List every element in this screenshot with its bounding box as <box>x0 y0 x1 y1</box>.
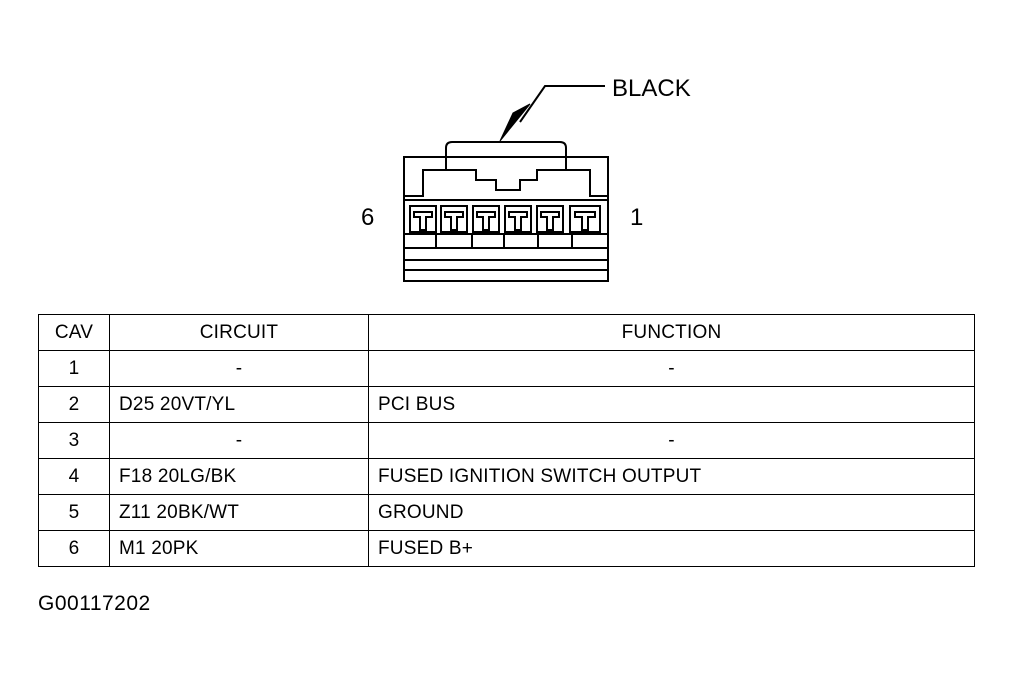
connector-body <box>403 141 609 282</box>
cavity-4 <box>472 205 500 233</box>
circuit-cell: Z11 20BK/WT <box>109 494 369 531</box>
table-row: 1 - - <box>38 350 975 387</box>
cavity-3 <box>504 205 532 233</box>
function-cell: - <box>368 350 975 387</box>
cav-cell: 1 <box>38 350 110 387</box>
function-cell: - <box>368 422 975 459</box>
cav-cell: 5 <box>38 494 110 531</box>
circuit-cell: D25 20VT/YL <box>109 386 369 423</box>
table-row: 2 D25 20VT/YL PCI BUS <box>38 386 975 423</box>
cav-cell: 3 <box>38 422 110 459</box>
header-cav: CAV <box>38 314 110 351</box>
table-row: 6 M1 20PK FUSED B+ <box>38 530 975 567</box>
table-header-row: CAV CIRCUIT FUNCTION <box>38 314 975 351</box>
cavity-1 <box>569 205 601 233</box>
terminal-cavities <box>409 205 601 233</box>
circuit-cell: F18 20LG/BK <box>109 458 369 495</box>
pin-label-left: 6 <box>361 204 374 231</box>
cavity-6 <box>409 205 437 233</box>
connector-color-label: BLACK <box>612 75 691 102</box>
function-cell: FUSED IGNITION SWITCH OUTPUT <box>368 458 975 495</box>
callout-leader-line <box>519 85 605 123</box>
pinout-table: CAV CIRCUIT FUNCTION 1 - - 2 D25 20VT/YL… <box>38 314 975 567</box>
cavity-2 <box>536 205 564 233</box>
figure-id: G00117202 <box>38 592 151 615</box>
circuit-cell: M1 20PK <box>109 530 369 567</box>
callout-arrowhead <box>499 103 531 142</box>
table-row: 3 - - <box>38 422 975 459</box>
cav-cell: 6 <box>38 530 110 567</box>
cavity-5 <box>440 205 468 233</box>
table-row: 5 Z11 20BK/WT GROUND <box>38 494 975 531</box>
connector-diagram: BLACK <box>361 75 691 282</box>
circuit-cell: - <box>109 350 369 387</box>
pin-label-right: 1 <box>630 204 643 231</box>
cav-cell: 2 <box>38 386 110 423</box>
function-cell: PCI BUS <box>368 386 975 423</box>
function-cell: FUSED B+ <box>368 530 975 567</box>
header-circuit: CIRCUIT <box>109 314 369 351</box>
function-cell: GROUND <box>368 494 975 531</box>
table-row: 4 F18 20LG/BK FUSED IGNITION SWITCH OUTP… <box>38 458 975 495</box>
circuit-cell: - <box>109 422 369 459</box>
cav-cell: 4 <box>38 458 110 495</box>
header-function: FUNCTION <box>368 314 975 351</box>
